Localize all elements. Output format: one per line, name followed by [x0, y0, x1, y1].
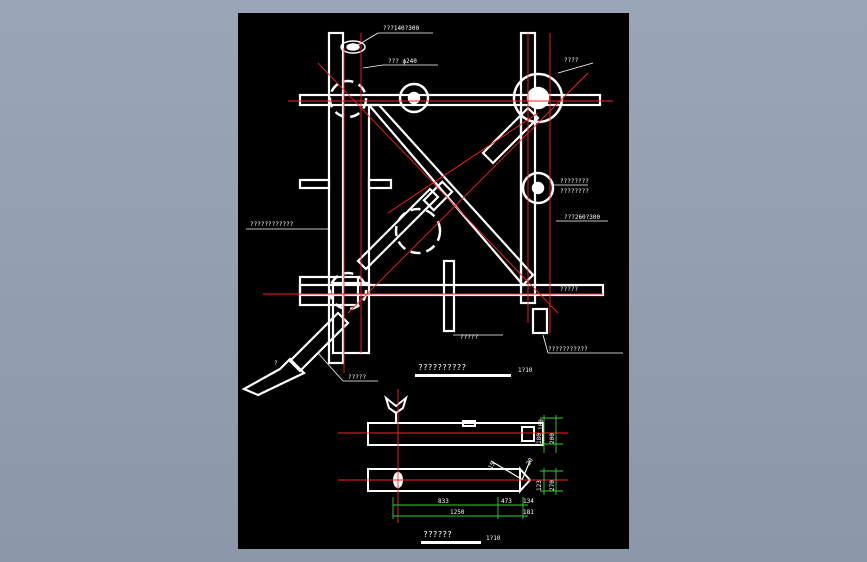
detail-title-underline: [421, 541, 481, 544]
label-right-mid-1: ????????: [560, 178, 589, 185]
annotations: ???140?300 ??? ф240 ???? ???????????? ??…: [250, 25, 601, 381]
dim-20: 20: [525, 457, 535, 467]
dim-134: 134: [523, 498, 534, 505]
top-beam: [298, 93, 602, 107]
label-bottom-left: ?????: [348, 374, 366, 381]
detail-fork-symbol: [384, 395, 408, 415]
lower-right-hub: [521, 171, 555, 205]
dimension-lines: [392, 415, 563, 519]
dim-181: 181: [523, 509, 534, 516]
detail-view-bottom: [367, 460, 532, 494]
cross-brace: [356, 187, 440, 271]
vertical-bolt: [442, 259, 456, 333]
handle-grip: [241, 357, 306, 397]
plan-scale: 1?10: [518, 367, 533, 374]
left-hub: [398, 82, 430, 114]
dim-833: 833: [438, 498, 449, 505]
label-top-right: ????: [564, 57, 579, 64]
center-lines: [263, 33, 613, 373]
detail-bar-top: [367, 422, 544, 446]
dim-473: 473: [501, 498, 512, 505]
dim-270: 270: [549, 480, 556, 491]
detail-view-top: [367, 395, 544, 446]
label-right-lower: ?????: [560, 286, 578, 293]
dim-123: 123: [536, 480, 543, 491]
leader-lines: [246, 32, 623, 382]
label-left-note: ????????????: [250, 221, 294, 228]
upper-arm: [481, 106, 540, 165]
plan-title-block: ?????????? 1?10: [415, 363, 533, 377]
label-top-pipe: ???140?300: [383, 25, 420, 32]
dashed-circle-bottom: [328, 271, 368, 311]
right-hub-center: [526, 86, 550, 110]
brace-clamp: [422, 180, 454, 212]
frame-structure: [241, 31, 605, 397]
bottom-left-block: [298, 275, 360, 307]
detail-title-block: ?????? 1?10: [421, 530, 501, 544]
label-right-mid-2: ???260?300: [564, 214, 601, 221]
right-stub: [531, 307, 549, 335]
label-upper-right-sub: ????????: [560, 188, 589, 195]
dim-180: 180: [536, 433, 543, 444]
label-bottom-right: ???????????: [548, 346, 588, 353]
label-circle-dia: ??? ф240: [388, 58, 417, 65]
handle-shaft: [288, 311, 350, 373]
drawing-sheet: ???140?300 ??? ф240 ???? ???????????? ??…: [238, 13, 629, 549]
detail-end-slot: [521, 426, 535, 442]
dim-200: 200: [549, 433, 556, 444]
top-pipe-mark: [340, 40, 366, 54]
label-lower-mid: ?????: [460, 334, 478, 341]
label-slope-mark: ?: [274, 360, 278, 367]
dim-1250: 1250: [450, 509, 465, 516]
left-column: [327, 31, 345, 365]
plan-title: ??????????: [418, 363, 466, 372]
left-base-plate: [331, 281, 371, 355]
detail-notch: [462, 420, 476, 427]
cad-drawing: ???140?300 ??? ф240 ???? ???????????? ??…: [241, 25, 623, 544]
bottom-beam: [298, 283, 605, 297]
dimension-texts: 833 473 134 1250 181 100 180 200 270 123…: [438, 419, 556, 516]
mid-stub: [367, 178, 393, 190]
detail-title: ??????: [423, 530, 452, 539]
diagonal-brace: [366, 103, 535, 287]
hubs: [328, 72, 564, 311]
dashed-circle-center: [394, 207, 442, 255]
dim-15: 15: [487, 461, 497, 471]
plan-title-underline: [415, 374, 511, 377]
dashed-circle-top: [328, 79, 368, 119]
right-hub: [512, 72, 564, 124]
left-stub: [298, 178, 331, 190]
dim-100: 100: [538, 419, 545, 430]
detail-center-lines: [338, 389, 568, 523]
lower-right-hub-center: [531, 181, 545, 195]
left-hub-center: [407, 91, 421, 105]
detail-scale: 1?10: [486, 535, 501, 542]
